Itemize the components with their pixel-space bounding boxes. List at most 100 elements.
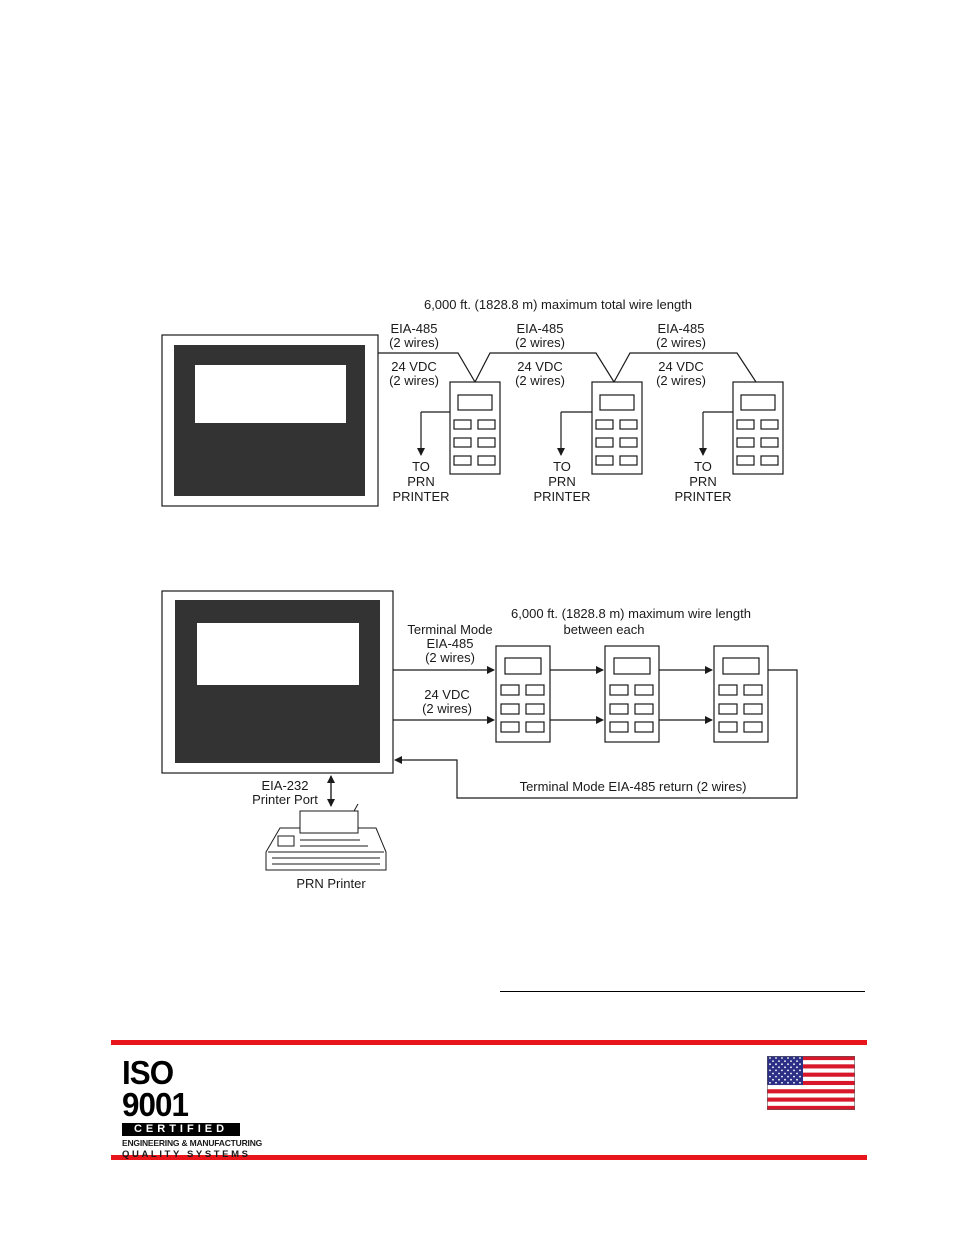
segment-1-bus-wires: (2 wires)	[389, 335, 439, 350]
flag-star	[772, 1066, 774, 1069]
segment-3-power-wires: (2 wires)	[656, 373, 706, 388]
printer-label-2-line-3: PRINTER	[533, 489, 590, 504]
flag-star	[787, 1063, 789, 1066]
flag-star	[775, 1069, 777, 1072]
segment-3-bus-wires: (2 wires)	[656, 335, 706, 350]
remote-unit-2	[591, 381, 643, 475]
flag-star	[772, 1072, 774, 1075]
printer-port-label-line-2: Printer Port	[252, 792, 318, 807]
flag-star	[790, 1060, 792, 1062]
flag-star	[775, 1081, 777, 1084]
segment-2-bus-wires: (2 wires)	[515, 335, 565, 350]
flag-star	[775, 1075, 777, 1078]
flag-star	[781, 1081, 783, 1084]
flag-star	[790, 1066, 792, 1069]
segment-1-power-wires: (2 wires)	[389, 373, 439, 388]
prn-printer-label: PRN Printer	[296, 876, 366, 891]
printer-label-3-line-3: PRINTER	[674, 489, 731, 504]
flag-stripe	[767, 1085, 855, 1090]
flag-stripe	[767, 1056, 855, 1061]
remote-unit-3	[732, 381, 784, 475]
printer-label-1-line-1: TO	[412, 459, 430, 474]
wiring-diagrams: 6,000 ft. (1828.8 m) maximum total wire …	[161, 297, 798, 891]
flag-star	[769, 1057, 771, 1059]
printer-labels: TO PRN PRINTER TO PRN PRINTER TO PRN PRI…	[392, 459, 731, 504]
printer-label-3-line-1: TO	[694, 459, 712, 474]
segment-1-bus-label: EIA-485	[391, 321, 438, 336]
remote-unit-4	[495, 645, 551, 743]
flag-star	[790, 1078, 792, 1081]
flag-star	[799, 1057, 801, 1059]
segment-3-power-label: 24 VDC	[658, 359, 704, 374]
flag-stripe	[767, 1080, 855, 1086]
flag-star	[784, 1066, 786, 1069]
flag-star	[796, 1060, 798, 1062]
footer-bottom-red-bar	[111, 1155, 867, 1160]
printer-icon	[265, 803, 387, 871]
flag-star	[781, 1075, 783, 1078]
terminal-mode-label-line-3: (2 wires)	[425, 650, 475, 665]
us-flag-icon	[767, 1056, 855, 1110]
flag-star	[775, 1057, 777, 1059]
printer-label-2-line-2: PRN	[548, 474, 575, 489]
flag-star	[793, 1081, 795, 1084]
flag-star	[778, 1078, 780, 1081]
power-label-line-1: 24 VDC	[424, 687, 470, 702]
flag-star	[790, 1072, 792, 1075]
segment-2-bus-label: EIA-485	[517, 321, 564, 336]
terminal-mode-label-line-2: EIA-485	[427, 636, 474, 651]
segment-labels: EIA-485 (2 wires) 24 VDC (2 wires) EIA-4…	[389, 321, 706, 388]
flag-star	[772, 1078, 774, 1081]
iso-subtitle-2: QUALITY SYSTEMS	[122, 1149, 251, 1160]
flag-star	[784, 1072, 786, 1075]
footer-top-red-bar	[111, 1040, 867, 1045]
host-display-unit	[161, 334, 379, 507]
flag-star	[793, 1069, 795, 1072]
flag-star	[769, 1069, 771, 1072]
remote-unit-6	[713, 645, 769, 743]
printer-label-3-line-2: PRN	[689, 474, 716, 489]
flag-stripe	[767, 1072, 855, 1077]
printer-port-label-line-1: EIA-232	[262, 778, 309, 793]
flag-star	[769, 1081, 771, 1084]
flag-stripe	[767, 1064, 855, 1069]
flag-star	[787, 1057, 789, 1059]
wire-length-label-line-1: 6,000 ft. (1828.8 m) maximum wire length	[511, 606, 751, 621]
iso-9001-logo: ISO 9001 CERTIFIED ENGINEERING & MANUFAC…	[122, 1054, 262, 1160]
flag-star	[787, 1069, 789, 1072]
flag-stripe	[767, 1093, 855, 1098]
flag-star	[781, 1069, 783, 1072]
segment-1-power-label: 24 VDC	[391, 359, 437, 374]
flag-star	[778, 1066, 780, 1069]
printer-label-1-line-2: PRN	[407, 474, 434, 489]
flag-stripe	[767, 1089, 855, 1094]
remote-unit-5	[604, 645, 660, 743]
segment-2-power-wires: (2 wires)	[515, 373, 565, 388]
flag-star	[787, 1081, 789, 1084]
flag-star	[793, 1063, 795, 1066]
flag-star	[799, 1081, 801, 1084]
return-wire-label: Terminal Mode EIA-485 return (2 wires)	[520, 779, 747, 794]
power-label-line-2: (2 wires)	[422, 701, 472, 716]
iso-title: ISO 9001	[122, 1054, 189, 1123]
diagram-terminal-mode: 6,000 ft. (1828.8 m) maximum wire length…	[161, 590, 798, 891]
host-display-unit-2	[161, 590, 394, 774]
signature-rule	[500, 991, 865, 992]
terminal-mode-label-line-1: Terminal Mode	[407, 622, 492, 637]
flag-star	[787, 1075, 789, 1078]
flag-star	[781, 1063, 783, 1066]
flag-star	[793, 1057, 795, 1059]
flag-stripe	[767, 1068, 855, 1073]
flag-stripe	[767, 1097, 855, 1102]
flag-star	[796, 1066, 798, 1069]
flag-star	[778, 1060, 780, 1062]
segment-2-power-label: 24 VDC	[517, 359, 563, 374]
flag-star	[796, 1072, 798, 1075]
flag-star	[796, 1078, 798, 1081]
terminal-wiring	[327, 666, 798, 807]
flag-star	[778, 1072, 780, 1075]
flag-star	[799, 1063, 801, 1066]
flag-stripe	[767, 1076, 855, 1082]
flag-stripe	[767, 1101, 855, 1107]
remote-unit-1	[449, 381, 501, 475]
